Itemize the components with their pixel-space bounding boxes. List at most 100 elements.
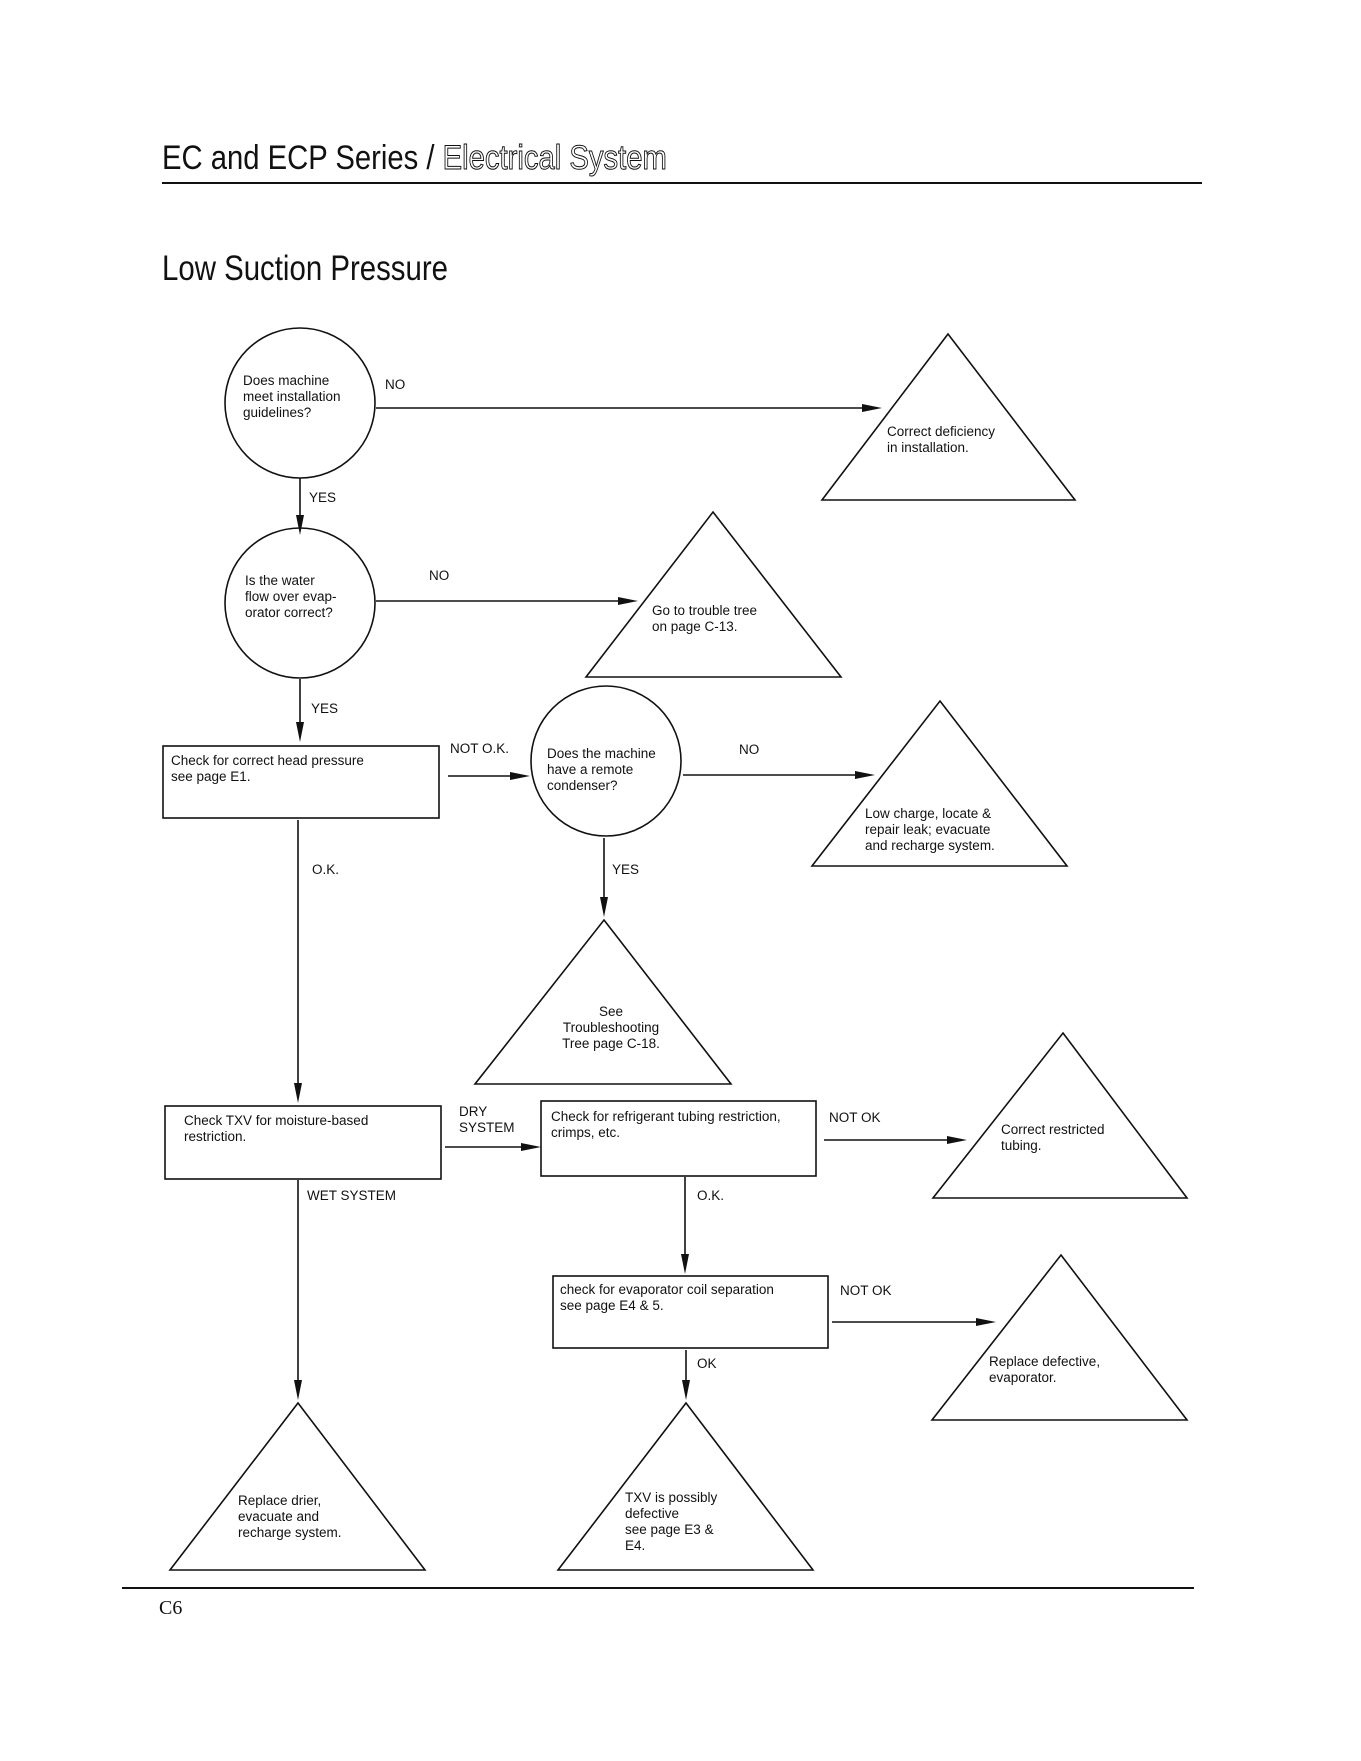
outcome-text: tubing. bbox=[1001, 1138, 1042, 1153]
step-box bbox=[540, 1100, 817, 1177]
connector-e5: NOT O.K. bbox=[448, 741, 530, 780]
step-box bbox=[552, 1275, 829, 1349]
arrowhead bbox=[855, 771, 875, 779]
header-series: EC and ECP Series / bbox=[162, 139, 443, 177]
header-rule bbox=[162, 182, 1202, 184]
arrowhead bbox=[510, 772, 530, 780]
connector-e7: YES bbox=[600, 838, 639, 917]
outcome-text: Replace defective, bbox=[989, 1354, 1100, 1369]
connector-label: O.K. bbox=[697, 1188, 724, 1203]
step-text: Check TXV for moisture-based bbox=[184, 1113, 368, 1128]
outcome-triangle bbox=[820, 332, 1077, 501]
connector-e2: YES bbox=[296, 478, 336, 535]
step-text: Check for correct head pressure bbox=[171, 753, 364, 768]
arrowhead bbox=[296, 722, 304, 742]
connector-label: YES bbox=[309, 490, 336, 505]
outcome-text: Low charge, locate & bbox=[865, 806, 991, 821]
outcome-text: Tree page C-18. bbox=[562, 1036, 660, 1051]
outcome-text: and recharge system. bbox=[865, 838, 995, 853]
arrowhead bbox=[862, 404, 882, 412]
outcome-text: Correct restricted bbox=[1001, 1122, 1105, 1137]
connector-label: NOT O.K. bbox=[450, 741, 509, 756]
connector-label: SYSTEM bbox=[459, 1120, 515, 1135]
arrowhead bbox=[294, 1083, 302, 1103]
decision-text: Does the machine bbox=[547, 746, 656, 761]
outcome-triangle bbox=[810, 699, 1069, 867]
arrowhead bbox=[521, 1143, 541, 1151]
decision-text: Is the water bbox=[245, 573, 315, 588]
outcome-text: evacuate and bbox=[238, 1509, 319, 1524]
connector-label: YES bbox=[612, 862, 639, 877]
outcome-text: evaporator. bbox=[989, 1370, 1057, 1385]
decision-text: orator correct? bbox=[245, 605, 333, 620]
arrowhead bbox=[976, 1318, 996, 1326]
connector-label: NO bbox=[739, 742, 759, 757]
step-box bbox=[164, 1105, 442, 1180]
connector-e6: NO bbox=[683, 742, 875, 779]
outcome-text: Go to trouble tree bbox=[652, 603, 757, 618]
outcome-text: E4. bbox=[625, 1538, 645, 1553]
step-box bbox=[162, 745, 440, 819]
step-b3: Check for refrigerant tubing restriction… bbox=[540, 1100, 817, 1177]
connector-e14: WET SYSTEM bbox=[294, 1180, 396, 1400]
connector-e4: YES bbox=[296, 679, 338, 742]
step-text: restriction. bbox=[184, 1129, 246, 1144]
outcome-text: see page E3 & bbox=[625, 1522, 714, 1537]
arrowhead bbox=[682, 1380, 690, 1400]
connector-e8: O.K. bbox=[294, 820, 339, 1103]
outcome-triangle bbox=[168, 1401, 427, 1571]
arrowhead bbox=[294, 1380, 302, 1400]
outcome-text: Replace drier, bbox=[238, 1493, 321, 1508]
connector-label: NOT OK bbox=[829, 1110, 881, 1125]
step-text: Check for refrigerant tubing restriction… bbox=[551, 1109, 781, 1124]
outcome-triangle bbox=[473, 918, 733, 1085]
page-number: C6 bbox=[159, 1597, 183, 1619]
outcome-t3: Low charge, locate &repair leak; evacuat… bbox=[810, 699, 1069, 867]
connector-e12: NOT OK bbox=[832, 1283, 996, 1326]
outcome-text: Correct deficiency bbox=[887, 424, 995, 439]
arrowhead bbox=[618, 597, 638, 605]
decision-text: flow over evap- bbox=[245, 589, 337, 604]
arrowhead bbox=[681, 1254, 689, 1274]
step-text: see page E4 & 5. bbox=[560, 1298, 664, 1313]
outcome-triangle bbox=[931, 1031, 1189, 1199]
connector-label: NO bbox=[429, 568, 449, 583]
connector-label: WET SYSTEM bbox=[307, 1188, 396, 1203]
connector-e1: NO bbox=[376, 377, 882, 412]
connector-label: DRY bbox=[459, 1104, 487, 1119]
connector-e10: NOT OK bbox=[824, 1110, 967, 1144]
connector-e11: O.K. bbox=[681, 1177, 724, 1274]
decision-text: Does machine bbox=[243, 373, 329, 388]
arrowhead bbox=[600, 897, 608, 917]
connector-label: OK bbox=[697, 1356, 717, 1371]
connector-label: NOT OK bbox=[840, 1283, 892, 1298]
outcome-triangle bbox=[930, 1253, 1189, 1421]
step-text: see page E1. bbox=[171, 769, 251, 784]
outcome-text: on page C-13. bbox=[652, 619, 738, 634]
outcome-text: in installation. bbox=[887, 440, 969, 455]
step-text: crimps, etc. bbox=[551, 1125, 620, 1140]
page-title: Low Suction Pressure bbox=[162, 249, 448, 288]
connector-label: YES bbox=[311, 701, 338, 716]
running-header: EC and ECP Series / Electrical System bbox=[162, 139, 667, 178]
arrowhead bbox=[947, 1136, 967, 1144]
outcome-text: See bbox=[599, 1004, 623, 1019]
outcome-text: TXV is possibly bbox=[625, 1490, 718, 1505]
step-b4: check for evaporator coil separationsee … bbox=[552, 1275, 829, 1349]
decision-circle bbox=[530, 685, 682, 837]
outcome-triangle bbox=[556, 1401, 815, 1571]
decision-text: meet installation bbox=[243, 389, 341, 404]
outcome-text: defective bbox=[625, 1506, 679, 1521]
connector-e3: NO bbox=[376, 568, 638, 605]
